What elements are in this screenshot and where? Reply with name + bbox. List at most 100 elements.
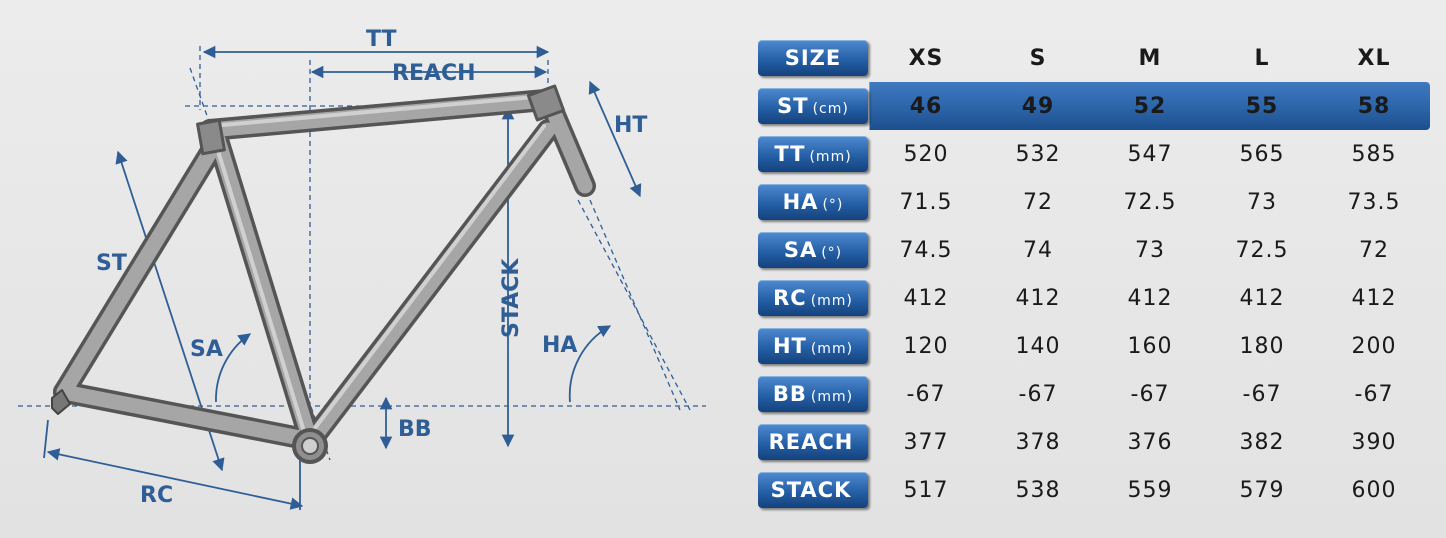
table-cell: 412 bbox=[1351, 285, 1397, 311]
table-cell: 376 bbox=[1127, 429, 1173, 455]
table-row-tt: TT(mm) 520 532 547 565 585 bbox=[758, 130, 1430, 178]
table-cell: 585 bbox=[1351, 141, 1397, 167]
row-badge-st: ST(cm) bbox=[758, 88, 868, 124]
row-label-cell: RC(mm) bbox=[758, 274, 870, 322]
bike-frame bbox=[51, 84, 596, 464]
diagram-label-reach: REACH bbox=[392, 61, 476, 86]
row-label-stack: STACK bbox=[770, 478, 852, 502]
table-cell: 579 bbox=[1239, 477, 1285, 503]
row-label-ha: HA bbox=[782, 190, 819, 214]
size-header-label: SIZE bbox=[784, 46, 842, 70]
table-cell: 412 bbox=[1015, 285, 1061, 311]
diagram-label-ha: HA bbox=[542, 333, 577, 358]
row-label-rc: RC bbox=[773, 286, 807, 310]
table-cell: 73 bbox=[1135, 237, 1165, 263]
table-cell: 49 bbox=[982, 82, 1094, 130]
table-cell: 74.5 bbox=[899, 237, 953, 263]
table-row-reach: REACH 377 378 376 382 390 bbox=[758, 418, 1430, 466]
diagram-label-stack: STACK bbox=[499, 258, 524, 338]
table-cell: 72 bbox=[1023, 189, 1053, 215]
table-cell: 532 bbox=[1015, 141, 1061, 167]
table-cell: 412 bbox=[1239, 285, 1285, 311]
row-badge-ha: HA(°) bbox=[758, 184, 868, 220]
table-row-ht: HT(mm) 120 140 160 180 200 bbox=[758, 322, 1430, 370]
table-row-rc: RC(mm) 412 412 412 412 412 bbox=[758, 274, 1430, 322]
table-cell: 120 bbox=[903, 333, 949, 359]
table-cell: 72 bbox=[1359, 237, 1389, 263]
row-badge-stack: STACK bbox=[758, 472, 868, 508]
row-label-reach: REACH bbox=[768, 430, 854, 454]
row-unit-tt: (mm) bbox=[809, 149, 852, 165]
diagram-label-st: ST bbox=[96, 251, 127, 276]
table-cell: 390 bbox=[1351, 429, 1397, 455]
table-cell: 547 bbox=[1127, 141, 1173, 167]
table-cell: 378 bbox=[1015, 429, 1061, 455]
row-label-cell: STACK bbox=[758, 466, 870, 514]
row-label-cell: SA(°) bbox=[758, 226, 870, 274]
table-row-stack: STACK 517 538 559 579 600 bbox=[758, 466, 1430, 514]
row-unit-ha: (°) bbox=[822, 197, 844, 213]
table-cell: 73 bbox=[1247, 189, 1277, 215]
table-cell: 72.5 bbox=[1123, 189, 1177, 215]
row-badge-ht: HT(mm) bbox=[758, 328, 868, 364]
table-cell: -67 bbox=[1130, 381, 1170, 407]
table-cell: 72.5 bbox=[1235, 237, 1289, 263]
table-cell: 160 bbox=[1127, 333, 1173, 359]
table-cell: 377 bbox=[903, 429, 949, 455]
row-unit-sa: (°) bbox=[821, 245, 843, 261]
table-cell: 538 bbox=[1015, 477, 1061, 503]
size-xl: XL bbox=[1357, 45, 1391, 71]
row-label-sa: SA bbox=[783, 238, 818, 262]
table-cell: 74 bbox=[1023, 237, 1053, 263]
row-badge-bb: BB(mm) bbox=[758, 376, 868, 412]
table-cell: 559 bbox=[1127, 477, 1173, 503]
row-label-tt: TT bbox=[774, 142, 806, 166]
table-cell: -67 bbox=[906, 381, 946, 407]
table-cell: -67 bbox=[1018, 381, 1058, 407]
table-cell: 565 bbox=[1239, 141, 1285, 167]
table-cell: 55 bbox=[1206, 82, 1318, 130]
geometry-table: SIZE XS S M L XL ST(cm) 46 49 52 55 58 T… bbox=[758, 34, 1430, 514]
row-label-cell: HT(mm) bbox=[758, 322, 870, 370]
size-header-badge: SIZE bbox=[758, 40, 868, 76]
row-badge-sa: SA(°) bbox=[758, 232, 868, 268]
header-row: SIZE XS S M L XL bbox=[758, 34, 1430, 82]
table-cell: 71.5 bbox=[899, 189, 953, 215]
diagram-label-ht: HT bbox=[614, 113, 647, 138]
row-badge-rc: RC(mm) bbox=[758, 280, 868, 316]
table-cell: -67 bbox=[1354, 381, 1394, 407]
table-cell: 180 bbox=[1239, 333, 1285, 359]
row-label-bb: BB bbox=[772, 382, 807, 406]
table-cell: 412 bbox=[903, 285, 949, 311]
size-xs: XS bbox=[908, 45, 944, 71]
size-l: L bbox=[1254, 45, 1270, 71]
row-badge-reach: REACH bbox=[758, 424, 868, 460]
row-label-ht: HT bbox=[772, 334, 807, 358]
table-row-st: ST(cm) 46 49 52 55 58 bbox=[758, 82, 1430, 130]
header-cell: SIZE bbox=[758, 34, 870, 82]
table-cell: 520 bbox=[903, 141, 949, 167]
diagram-label-sa: SA bbox=[190, 337, 223, 362]
table-cell: 52 bbox=[1094, 82, 1206, 130]
table-cell: 73.5 bbox=[1347, 189, 1401, 215]
row-unit-bb: (mm) bbox=[810, 389, 854, 405]
diagram-label-tt: TT bbox=[366, 27, 397, 52]
table-cell: 46 bbox=[870, 82, 982, 130]
table-row-bb: BB(mm) -67 -67 -67 -67 -67 bbox=[758, 370, 1430, 418]
row-label-cell: BB(mm) bbox=[758, 370, 870, 418]
frame-geometry-diagram: TT REACH HT ST STACK SA HA BB RC bbox=[18, 27, 706, 510]
table-row-ha: HA(°) 71.5 72 72.5 73 73.5 bbox=[758, 178, 1430, 226]
row-label-cell: REACH bbox=[758, 418, 870, 466]
row-label-st: ST bbox=[777, 94, 809, 118]
row-label-cell: TT(mm) bbox=[758, 130, 870, 178]
table-cell: 140 bbox=[1015, 333, 1061, 359]
table-cell: 382 bbox=[1239, 429, 1285, 455]
diagram-label-bb: BB bbox=[398, 417, 432, 442]
size-s: S bbox=[1029, 45, 1047, 71]
row-badge-tt: TT(mm) bbox=[758, 136, 868, 172]
table-cell: 600 bbox=[1351, 477, 1397, 503]
table-row-sa: SA(°) 74.5 74 73 72.5 72 bbox=[758, 226, 1430, 274]
row-unit-ht: (mm) bbox=[810, 341, 854, 357]
row-unit-rc: (mm) bbox=[810, 293, 853, 309]
row-label-cell: HA(°) bbox=[758, 178, 870, 226]
